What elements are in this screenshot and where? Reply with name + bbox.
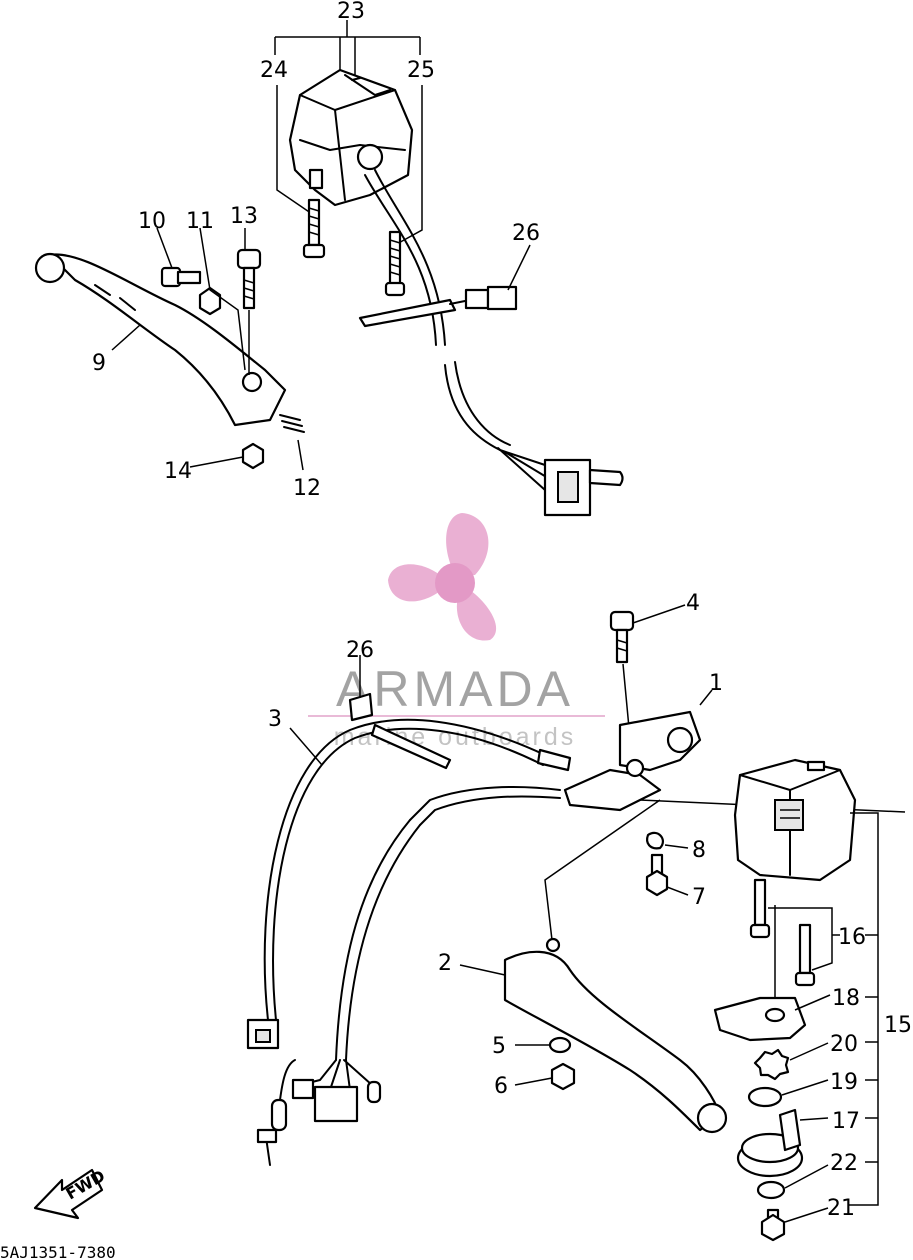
callout-26-top: 26 [512,221,540,246]
connector-26-top [464,285,518,311]
callout-6: 6 [494,1074,508,1099]
callout-18: 18 [832,986,860,1011]
drawing-code: 5AJ1351-7380 [0,1243,116,1260]
callout-24: 24 [260,58,288,83]
brand-tagline: marine outboards [334,723,577,751]
bolt-21 [760,1208,786,1242]
spring-12 [279,414,305,433]
callout-7: 7 [692,885,706,910]
nut-11 [198,286,222,316]
propeller-logo [388,513,497,641]
nut-22 [756,1180,786,1200]
callout-19: 19 [830,1070,858,1095]
callout-1: 1 [709,671,723,696]
fwd-direction-arrow: FWD [33,1166,108,1220]
callout-25: 25 [407,58,435,83]
callout-21: 21 [827,1196,855,1221]
knob-17 [736,1108,804,1178]
ring-5 [548,1036,572,1054]
nut-6 [550,1062,576,1091]
callout-2: 2 [438,951,452,976]
bolt-13 [236,248,262,310]
washer-19 [747,1086,783,1108]
bolt-4 [609,610,635,664]
callout-10: 10 [138,209,166,234]
brand-name: ARMADA [336,661,574,717]
callout-5: 5 [492,1034,506,1059]
callout-11: 11 [186,209,214,234]
screw-24 [302,198,326,259]
armada-watermark: ARMADA marine outboards [308,513,605,751]
callout-9: 9 [92,351,106,376]
clip-8 [646,831,664,850]
callout-14: 14 [164,459,192,484]
screw-25 [384,230,406,297]
bolt-7 [645,853,669,897]
brake-lever-group [459,604,906,1134]
connector-block [313,1085,359,1123]
handlebar-switch-assembly-top [274,20,624,517]
connector-cable-3 [246,1018,280,1050]
star-washer-20 [753,1048,790,1081]
callout-17: 17 [832,1109,860,1134]
callout-16: 16 [838,925,866,950]
clutch-lever-group [34,227,305,471]
callout-13: 13 [230,204,258,229]
callout-8: 8 [692,838,706,863]
bolt-10 [160,266,202,288]
callout-12: 12 [293,476,321,501]
callout-4: 4 [686,591,700,616]
housing-18 [713,996,807,1042]
callout-labels: 23 24 25 26 10 11 13 9 14 12 4 26 1 3 8 … [92,0,912,1221]
multi-pin-connector-top [543,458,592,517]
nut-14 [241,442,265,470]
callout-3: 3 [268,707,282,732]
screws-16 [749,878,816,987]
right-switch-group [713,758,879,1242]
callout-23: 23 [337,0,365,24]
callout-22: 22 [830,1151,858,1176]
callout-26-bottom: 26 [346,638,374,663]
cable-harness-bottom [246,655,572,1166]
callout-15: 15 [884,1013,912,1038]
callout-20: 20 [830,1032,858,1057]
